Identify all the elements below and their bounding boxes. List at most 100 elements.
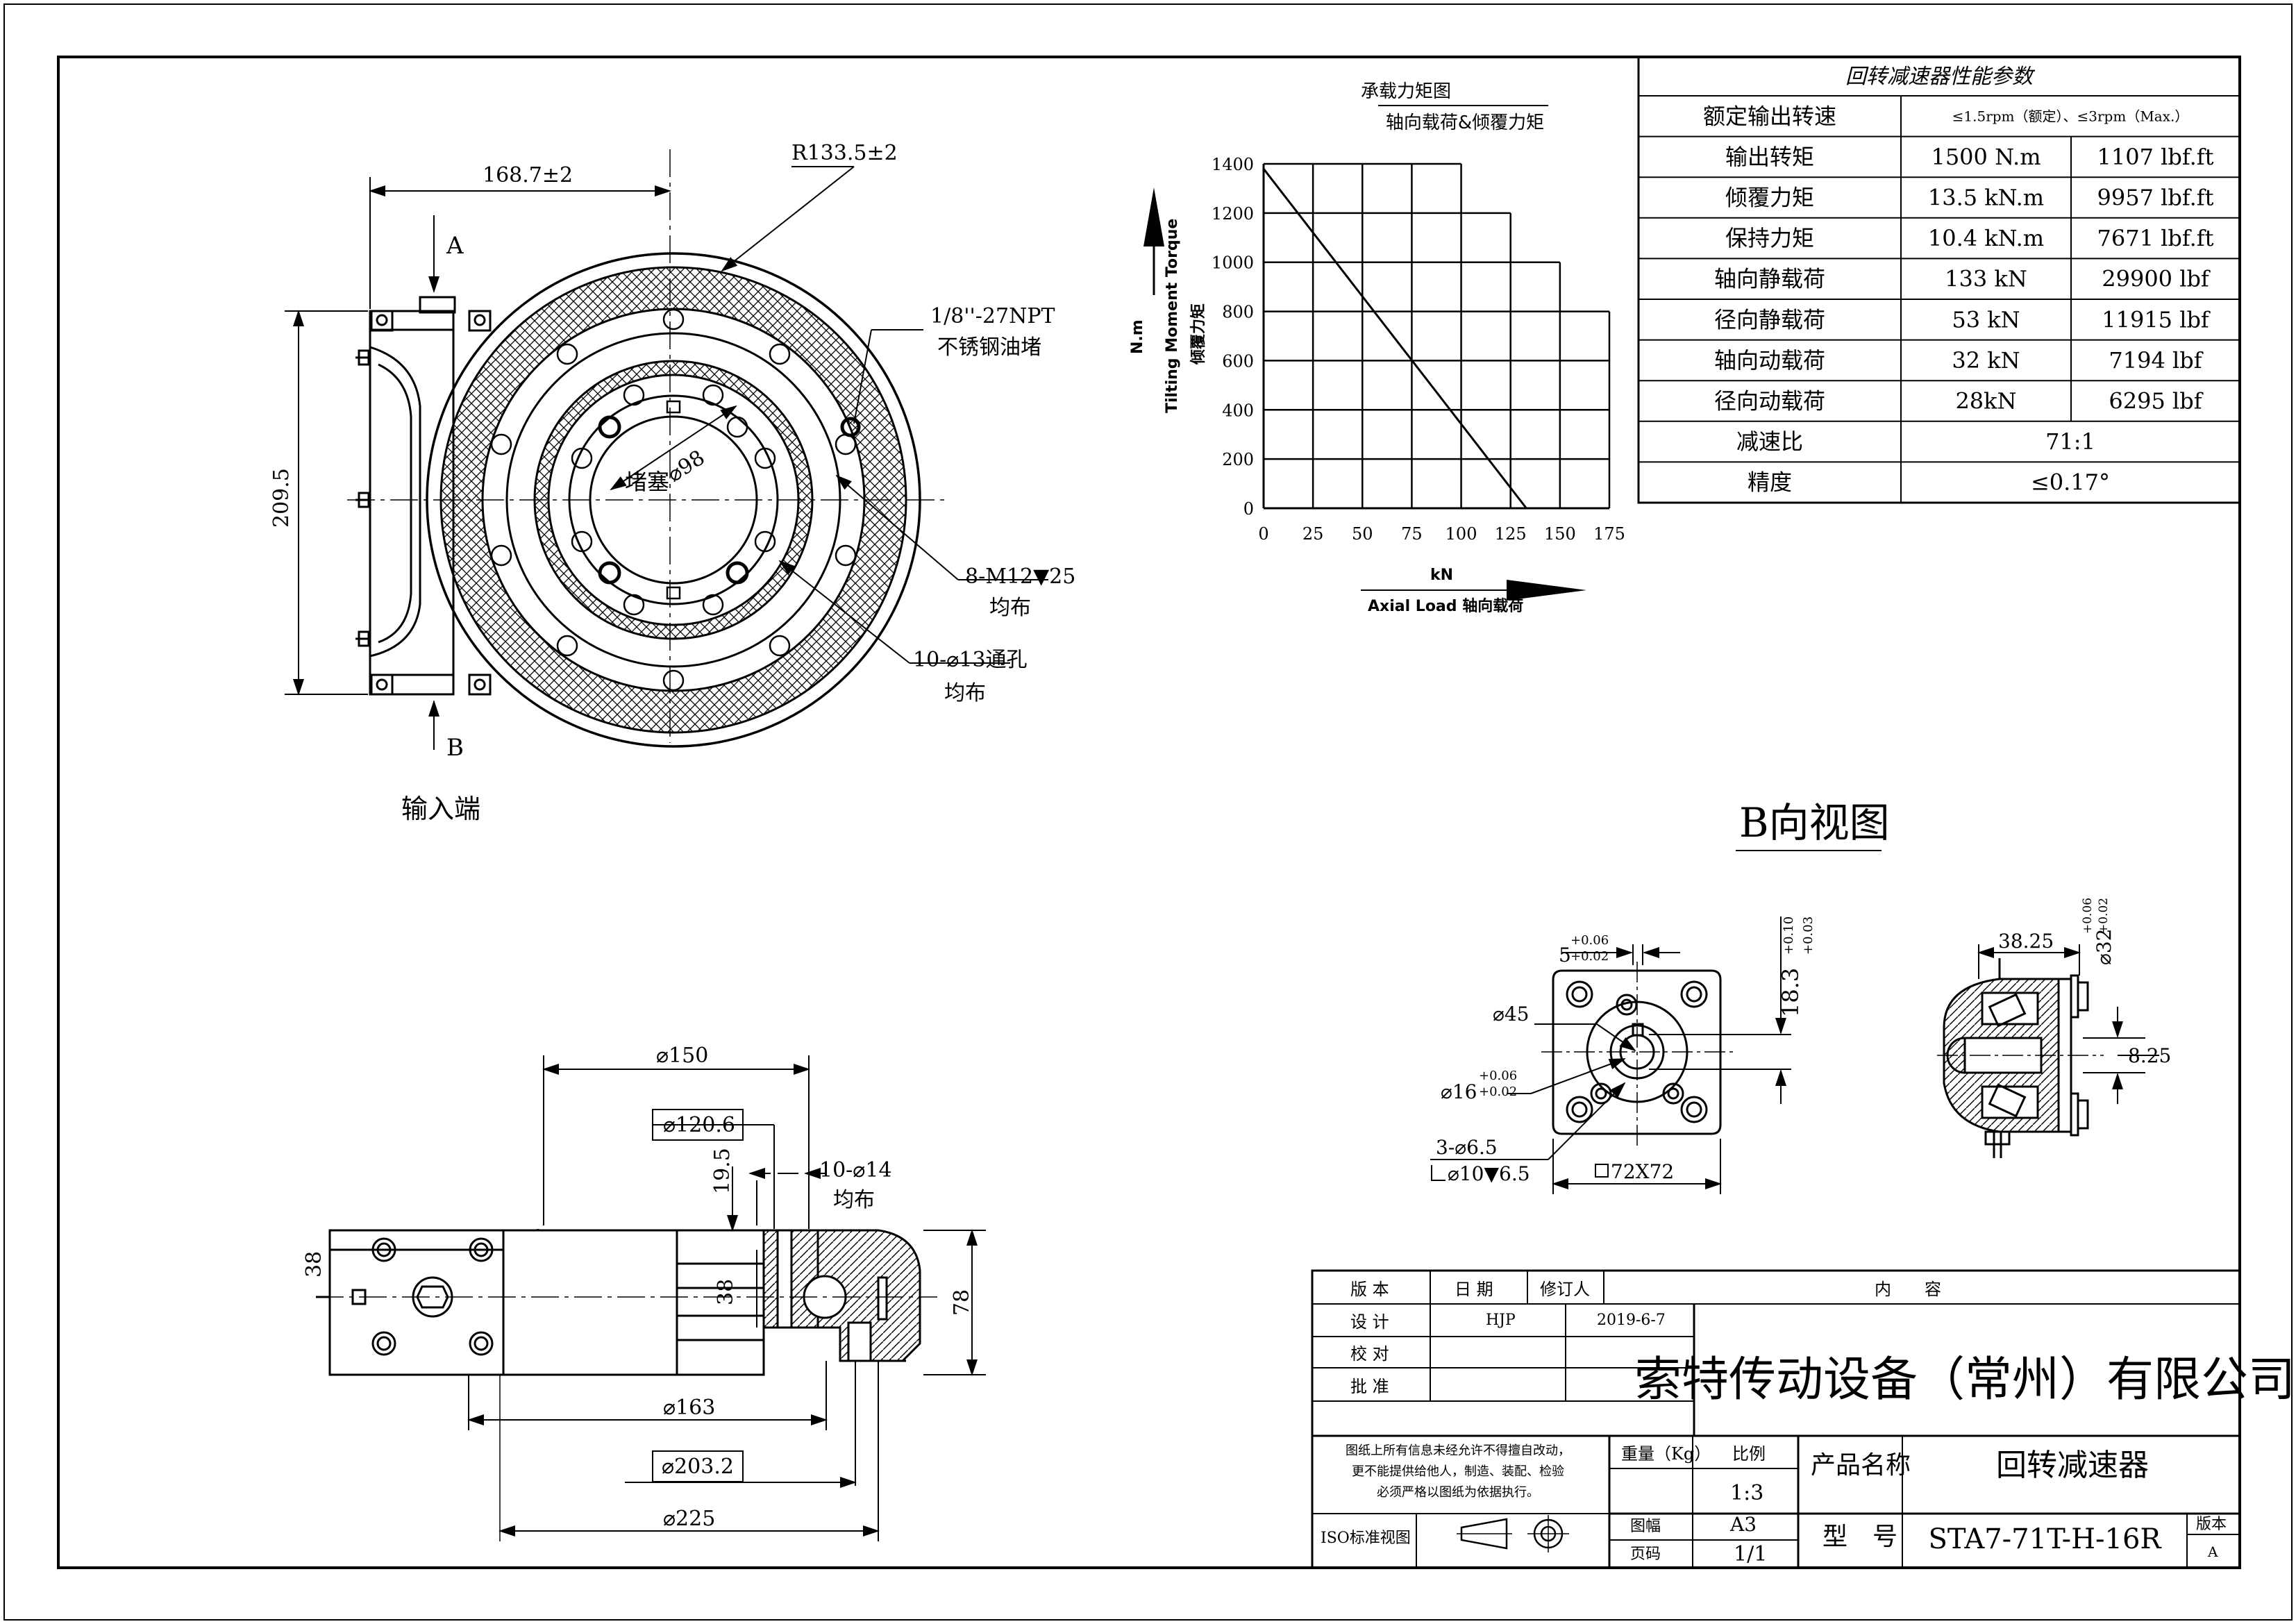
dim-d14: 10-⌀14 bbox=[819, 1158, 892, 1182]
param-value-metric: 1500 N.m bbox=[1931, 144, 2041, 170]
front-view-labels: 168.7±2 R133.5±2 209.5 A B 输入端 1/8''-27N… bbox=[269, 141, 1075, 824]
b-dim-d16: ⌀16 bbox=[1441, 1080, 1477, 1103]
label-b: B bbox=[446, 734, 464, 762]
s-dim-d32: ⌀32 bbox=[2093, 929, 2115, 966]
dim-d203-2: ⌀203.2 bbox=[662, 1455, 734, 1479]
param-value-metric: ≤1.5rpm（额定）、≤3rpm（Max.） bbox=[1952, 108, 2189, 124]
chart-y-tick-label: 800 bbox=[1222, 303, 1254, 322]
b-dim-18-3-tol-upper: +0.10 bbox=[1782, 916, 1796, 955]
chart-x-tick-label: 0 bbox=[1258, 524, 1268, 544]
dim-209-5: 209.5 bbox=[269, 468, 294, 528]
plug-ss-label: 不锈钢油堵 bbox=[937, 335, 1041, 360]
param-value-imperial: 6295 lbf bbox=[2109, 388, 2203, 415]
chart-series-line bbox=[1262, 168, 1527, 509]
load-chart: 承载力矩图 轴向载荷&倾覆力矩 020040060080010001200140… bbox=[1129, 81, 1625, 615]
b-view-flange bbox=[1430, 916, 1791, 1194]
front-view bbox=[285, 149, 1048, 750]
chart-x-tick-label: 25 bbox=[1302, 524, 1324, 544]
param-name: 倾覆力矩 bbox=[1725, 185, 1814, 211]
param-value-imperial: 7671 lbf.ft bbox=[2097, 225, 2214, 251]
param-value-metric: 13.5 kN.m bbox=[1928, 185, 2044, 211]
b-dim-d16-tol-upper: +0.06 bbox=[1479, 1069, 1517, 1083]
x-axis-arrow bbox=[1507, 580, 1586, 601]
param-value-imperial: 7194 lbf bbox=[2109, 347, 2203, 374]
tb-notice-3: 必须严格以图纸为依据执行。 bbox=[1377, 1485, 1539, 1500]
s-dim-d32-tol-lower: +0.02 bbox=[2097, 898, 2111, 934]
dim-r133-5: R133.5±2 bbox=[791, 141, 898, 165]
tb-content-header: 内 容 bbox=[1875, 1280, 1941, 1299]
npt-label: 1/8''-27NPT bbox=[930, 304, 1055, 328]
inner-frame bbox=[57, 56, 2241, 1569]
dim-d120-6-box bbox=[652, 1109, 744, 1141]
tb-page: 1/1 bbox=[1734, 1542, 1767, 1566]
b-dim-5: 5 bbox=[1559, 944, 1571, 966]
param-name: 轴向动载荷 bbox=[1714, 347, 1825, 374]
param-name: 额定输出转速 bbox=[1703, 103, 1836, 129]
s-dim-38-25: 38.25 bbox=[1998, 930, 2054, 953]
chart-ylabel-en: Tilting Moment Torque bbox=[1164, 219, 1181, 413]
input-end-label: 输入端 bbox=[401, 794, 480, 824]
side-section-view bbox=[316, 1055, 986, 1541]
tb-sheet-size: A3 bbox=[1729, 1513, 1757, 1536]
param-name: 输出转矩 bbox=[1725, 144, 1814, 170]
dim-d150: ⌀150 bbox=[656, 1044, 708, 1068]
tb-company: 索特传动设备（常州）有限公司 bbox=[1634, 1353, 2295, 1407]
param-value-imperial: 11915 lbf bbox=[2102, 306, 2211, 333]
shaft-section-view bbox=[1937, 944, 2159, 1158]
chart-x-tick-label: 150 bbox=[1544, 524, 1576, 544]
param-table-border bbox=[1637, 56, 2241, 504]
chart-title: 承载力矩图 bbox=[1361, 81, 1451, 102]
tb-reviser-header: 修订人 bbox=[1540, 1280, 1590, 1299]
tb-page-header: 页码 bbox=[1630, 1546, 1661, 1563]
tb-weight-header: 重量（Kg） bbox=[1621, 1444, 1711, 1464]
chart-y-tick-label: 1000 bbox=[1212, 253, 1254, 273]
b-dim-18-3: 18.3 bbox=[1777, 968, 1804, 1017]
chart-y-tick-label: 400 bbox=[1222, 401, 1254, 420]
dim-168-7: 168.7±2 bbox=[483, 163, 573, 187]
tb-design-date: 2019-6-7 bbox=[1597, 1312, 1666, 1329]
tb-sheet-size-header: 图幅 bbox=[1630, 1518, 1661, 1535]
outer-frame bbox=[3, 3, 2293, 1621]
param-value-metric: 133 kN bbox=[1945, 266, 2027, 292]
tb-approve-label: 批 准 bbox=[1350, 1377, 1389, 1396]
b-dim-5-tol-upper: +0.06 bbox=[1570, 933, 1609, 948]
dim-38b: 38 bbox=[714, 1279, 738, 1305]
chart-series bbox=[1262, 168, 1527, 509]
dim-d120-6: ⌀120.6 bbox=[663, 1113, 735, 1137]
b-dim-3-d6-5: 3-⌀6.5 bbox=[1436, 1136, 1498, 1159]
side-section-labels: ⌀150 ⌀120.6 19.5 10-⌀14 均布 38 38 78 ⌀163… bbox=[302, 1044, 974, 1531]
param-value-metric: 28kN bbox=[1955, 388, 2016, 415]
hole13-label: 10-⌀13通孔 bbox=[913, 648, 1028, 672]
param-name: 减速比 bbox=[1736, 428, 1803, 455]
param-name: 轴向静载荷 bbox=[1714, 266, 1825, 292]
tb-notice-1: 图纸上所有信息未经允许不得擅自改动， bbox=[1346, 1443, 1570, 1458]
tb-date-header: 日 期 bbox=[1455, 1280, 1493, 1299]
title-block bbox=[1311, 1269, 2241, 1569]
tb-product-name: 回转减速器 bbox=[1996, 1448, 2149, 1483]
param-value-metric: 53 kN bbox=[1952, 306, 2020, 333]
b-view-labels: 5 +0.06 +0.02 ⌀45 ⌀16 +0.06 +0.02 3-⌀6.5… bbox=[1436, 916, 1816, 1185]
chart-xlabel-unit: kN bbox=[1430, 567, 1453, 584]
chart-x-tick-label: 50 bbox=[1352, 524, 1373, 544]
b-dim-18-3-tol-lower: +0.03 bbox=[1801, 916, 1816, 955]
even-label-1: 均布 bbox=[989, 596, 1031, 620]
param-name: 精度 bbox=[1748, 469, 1792, 496]
b-dim-d45: ⌀45 bbox=[1493, 1003, 1530, 1026]
tb-model-header: 型 号 bbox=[1822, 1523, 1897, 1551]
square-symbol bbox=[1595, 1164, 1609, 1178]
chart-x-tick-label: 75 bbox=[1401, 524, 1423, 544]
b-view-title: B向视图 bbox=[1739, 799, 1890, 846]
param-name: 径向动载荷 bbox=[1714, 388, 1825, 415]
param-value-metric: 71:1 bbox=[2045, 428, 2095, 455]
tb-notice-2: 更不能提供给他人，制造、装配、检验 bbox=[1352, 1464, 1564, 1479]
chart-ylabel-unit: N.m bbox=[1129, 319, 1146, 354]
tb-version-header: 版 本 bbox=[1350, 1280, 1389, 1299]
tb-check-label: 校 对 bbox=[1350, 1344, 1389, 1364]
title-block-text: 版 本 日 期 修订人 内 容 设 计 HJP 2019-6-7 校 对 批 准… bbox=[1321, 1280, 2295, 1566]
shaft-section-labels: 38.25 ⌀32 +0.06 +0.02 8.25 bbox=[1998, 898, 2171, 1067]
even-label-2: 均布 bbox=[944, 681, 986, 705]
s-dim-8-25: 8.25 bbox=[2128, 1044, 2171, 1067]
chart-subtitle: 轴向载荷&倾覆力矩 bbox=[1386, 112, 1544, 133]
